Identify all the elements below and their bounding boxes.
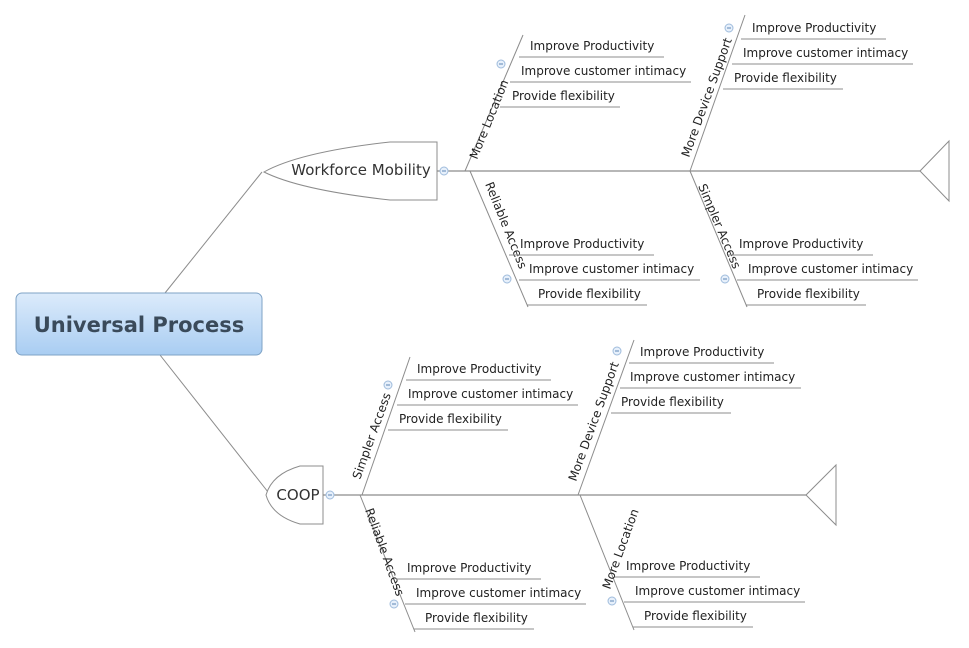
leaf-label: Improve customer intimacy: [743, 46, 908, 60]
leaf-label: Improve customer intimacy: [416, 586, 581, 600]
leaf-label: Provide flexibility: [734, 71, 837, 85]
bone-label: More Device Support: [679, 36, 735, 159]
leaf-label: Improve customer intimacy: [529, 262, 694, 276]
bone-label: More Location: [467, 78, 512, 161]
bone-label: Reliable Access: [362, 506, 407, 598]
bone-reliable-access: Reliable Access Improve Productivity Imp…: [359, 494, 586, 633]
leaf-label: Improve customer intimacy: [408, 387, 573, 401]
leaf-label: Provide flexibility: [425, 611, 528, 625]
collapse-toggle[interactable]: [325, 490, 335, 500]
collapse-toggle[interactable]: [724, 23, 734, 33]
leaf-label: Provide flexibility: [399, 412, 502, 426]
leaf-label: Improve customer intimacy: [635, 584, 800, 598]
leaf-label: Improve customer intimacy: [521, 64, 686, 78]
bone-label: Simpler Access: [695, 182, 743, 271]
bone-more-location: More Location Improve Productivity Impro…: [464, 34, 691, 172]
leaf-label: Improve Productivity: [626, 559, 750, 573]
collapse-toggle[interactable]: [607, 596, 617, 606]
leaf-label: Improve Productivity: [640, 345, 764, 359]
leaf-label: Improve Productivity: [530, 39, 654, 53]
collapse-toggle[interactable]: [502, 274, 512, 284]
bone-label: Reliable Access: [482, 180, 530, 271]
collapse-toggle[interactable]: [383, 380, 393, 390]
fishbone-coop: COOP Simpler Access Improve Productivity…: [265, 339, 837, 633]
bone-label: More Device Support: [566, 360, 622, 483]
root-connector-workforce: [164, 171, 263, 294]
leaf-label: Provide flexibility: [757, 287, 860, 301]
leaf-label: Improve customer intimacy: [748, 262, 913, 276]
leaf-label: Improve Productivity: [417, 362, 541, 376]
collapse-toggle[interactable]: [612, 346, 622, 356]
leaf-label: Improve customer intimacy: [630, 370, 795, 384]
root-node[interactable]: Universal Process: [15, 292, 263, 356]
bone-more-device-support: More Device Support Improve Productivity…: [566, 339, 801, 496]
leaf-label: Provide flexibility: [512, 89, 615, 103]
fishbone-tail: [919, 139, 950, 203]
collapse-toggle[interactable]: [496, 59, 506, 69]
fishbone-workforce-mobility: Workforce Mobility More Location Improve…: [262, 14, 950, 308]
leaf-label: Improve Productivity: [407, 561, 531, 575]
collapse-toggle[interactable]: [439, 166, 449, 176]
fishbone-head-label: COOP: [276, 486, 319, 504]
leaf-label: Improve Productivity: [739, 237, 863, 251]
bone-more-location: More Location Improve Productivity Impro…: [579, 494, 805, 631]
leaf-label: Provide flexibility: [538, 287, 641, 301]
fishbone-head-label: Workforce Mobility: [291, 161, 431, 179]
root-connector-coop: [159, 354, 269, 493]
bone-simpler-access: Simpler Access Improve Productivity Impr…: [689, 170, 918, 308]
bone-label: More Location: [600, 507, 642, 591]
leaf-label: Improve Productivity: [520, 237, 644, 251]
collapse-toggle[interactable]: [720, 274, 730, 284]
fishbone-head[interactable]: Workforce Mobility: [262, 141, 438, 201]
leaf-label: Provide flexibility: [621, 395, 724, 409]
collapse-toggle[interactable]: [389, 599, 399, 609]
bone-simpler-access: Simpler Access Improve Productivity Impr…: [350, 356, 578, 496]
leaf-label: Improve Productivity: [752, 21, 876, 35]
fishbone-tail: [805, 463, 837, 527]
leaf-label: Provide flexibility: [644, 609, 747, 623]
root-label: Universal Process: [34, 313, 245, 337]
bone-more-device-support: More Device Support Improve Productivity…: [679, 14, 913, 172]
fishbone-head[interactable]: COOP: [265, 465, 324, 525]
bone-reliable-access: Reliable Access Improve Productivity Imp…: [469, 170, 700, 308]
